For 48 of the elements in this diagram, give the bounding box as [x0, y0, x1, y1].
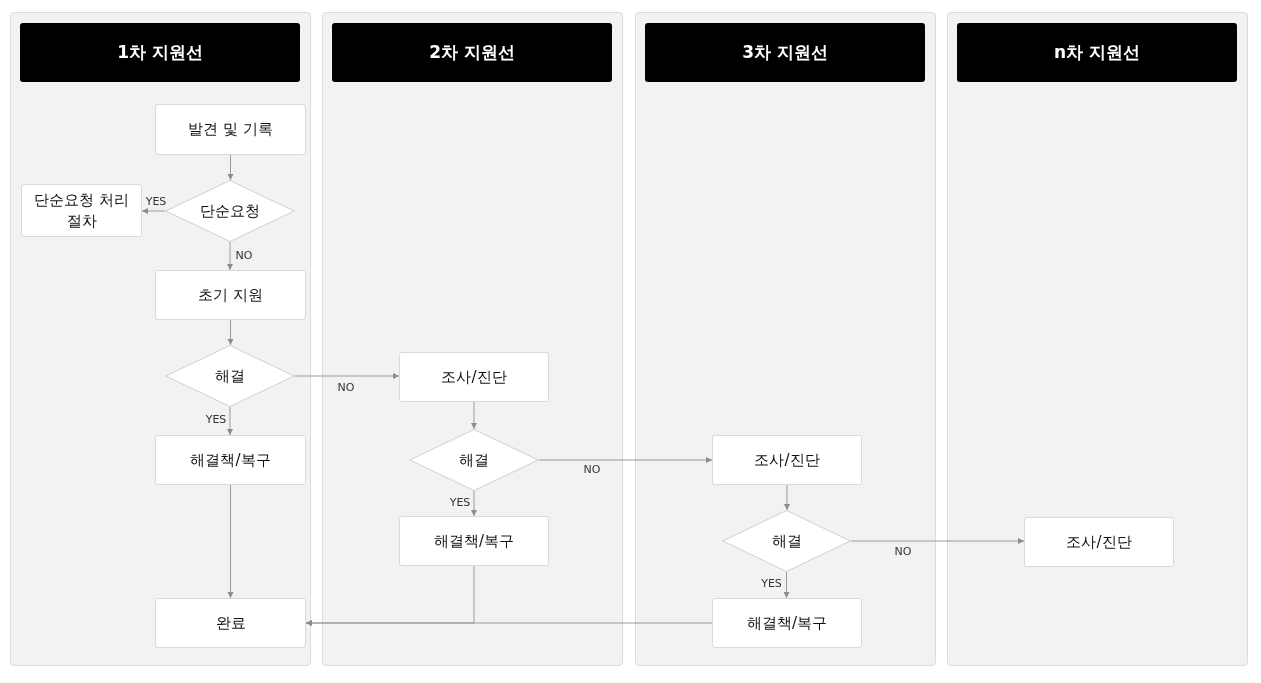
lane-header: 3차 지원선	[645, 23, 925, 82]
arrow	[471, 490, 477, 517]
process-box: 해결책/복구	[155, 435, 306, 485]
process-box: 해결책/복구	[399, 516, 549, 566]
swimlane	[635, 12, 936, 666]
swimlane	[947, 12, 1248, 666]
arrow	[227, 154, 234, 181]
edge-label: YES	[145, 194, 167, 208]
process-box: 조사/진단	[1024, 517, 1174, 567]
process-box: 초기 지원	[155, 270, 306, 320]
process-box: 해결책/복구	[712, 598, 862, 648]
decision-diamond	[165, 345, 295, 407]
process-box: 단순요청 처리절차	[21, 184, 142, 237]
edge-label: NO	[337, 380, 355, 394]
arrow	[471, 401, 477, 430]
process-box: 완료	[155, 598, 306, 648]
edge-label: YES	[761, 576, 782, 590]
edge-label: NO	[583, 462, 601, 476]
arrow	[227, 241, 233, 271]
decision-label: 해결	[459, 450, 489, 470]
edge-label: YES	[449, 495, 471, 509]
edge-label: YES	[205, 412, 227, 426]
arrow	[850, 538, 1025, 544]
arrow	[783, 571, 790, 599]
arrow	[294, 373, 400, 379]
process-box: 조사/진단	[399, 352, 549, 402]
lane-header: 1차 지원선	[20, 23, 300, 82]
decision-label: 단순요청	[200, 201, 260, 221]
arrow	[227, 319, 234, 346]
edge-label: NO	[235, 248, 253, 262]
arrow	[227, 484, 234, 599]
swimlane	[10, 12, 311, 666]
decision-diamond	[165, 180, 295, 242]
lane-header: 2차 지원선	[332, 23, 612, 82]
decision-diamond	[722, 510, 851, 572]
arrow	[538, 457, 713, 463]
lane-header: n차 지원선	[957, 23, 1237, 82]
arrow	[227, 406, 233, 436]
arrow	[141, 208, 166, 214]
swimlane	[322, 12, 623, 666]
process-box: 발견 및 기록	[155, 104, 306, 155]
decision-label: 해결	[215, 366, 245, 386]
arrow	[305, 620, 713, 626]
edge-label: NO	[894, 544, 912, 558]
arrow	[784, 484, 790, 511]
decision-diamond	[409, 429, 539, 491]
process-box: 조사/진단	[712, 435, 862, 485]
decision-label: 해결	[771, 531, 802, 551]
